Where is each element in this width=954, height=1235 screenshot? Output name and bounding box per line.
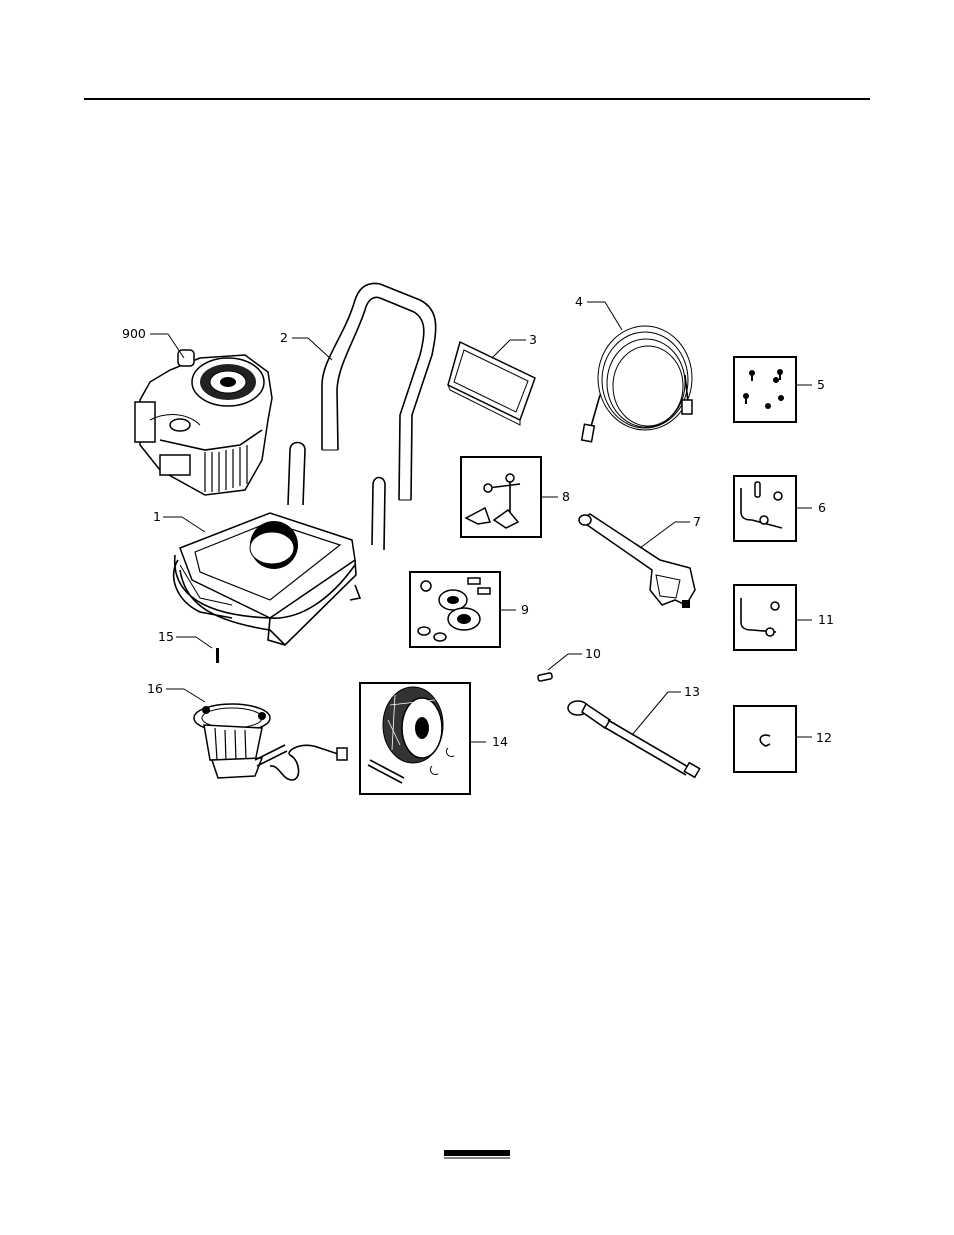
callout-13: 13 bbox=[684, 684, 700, 699]
part-hardware-bag-11[interactable] bbox=[734, 585, 796, 650]
callout-8: 8 bbox=[562, 489, 570, 504]
footer-page-bar bbox=[444, 1150, 510, 1156]
callout-15: 15 bbox=[158, 629, 174, 644]
part-pin[interactable] bbox=[538, 673, 553, 682]
callout-14: 14 bbox=[492, 734, 508, 749]
part-hardware-bag-8[interactable] bbox=[461, 457, 541, 537]
part-engine[interactable] bbox=[135, 350, 272, 495]
part-pump[interactable] bbox=[194, 704, 347, 780]
part-hardware-bag-5[interactable] bbox=[734, 357, 796, 422]
callout-16: 16 bbox=[147, 681, 163, 696]
callout-6: 6 bbox=[818, 500, 826, 515]
callout-11: 11 bbox=[818, 612, 834, 627]
callout-4: 4 bbox=[575, 294, 583, 309]
callout-5: 5 bbox=[817, 377, 825, 392]
part-wheel-kit[interactable] bbox=[360, 683, 470, 794]
part-handle[interactable] bbox=[322, 283, 436, 500]
callout-900: 900 bbox=[122, 326, 146, 341]
callout-7: 7 bbox=[693, 514, 701, 529]
callout-10: 10 bbox=[585, 646, 601, 661]
part-hose[interactable] bbox=[582, 326, 692, 442]
callout-9: 9 bbox=[521, 602, 529, 617]
callout-1: 1 bbox=[153, 509, 161, 524]
part-hardware-bag-12[interactable] bbox=[734, 706, 796, 772]
part-hardware-bag-9[interactable] bbox=[410, 572, 500, 647]
part-wand[interactable] bbox=[568, 701, 700, 777]
part-panel[interactable] bbox=[448, 342, 535, 425]
part-hardware-bag-6[interactable] bbox=[734, 476, 796, 541]
callout-2: 2 bbox=[280, 330, 288, 345]
callout-12: 12 bbox=[816, 730, 832, 745]
part-key[interactable] bbox=[216, 648, 219, 663]
callout-3: 3 bbox=[529, 332, 537, 347]
part-spray-gun[interactable] bbox=[579, 514, 695, 608]
